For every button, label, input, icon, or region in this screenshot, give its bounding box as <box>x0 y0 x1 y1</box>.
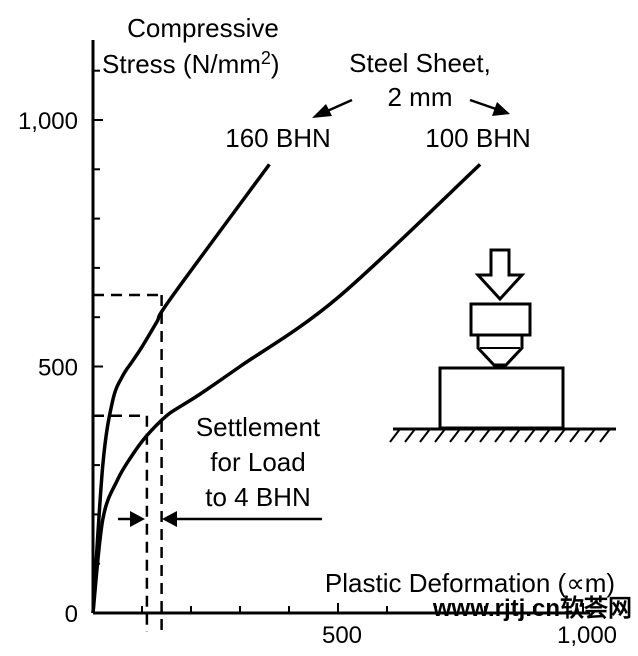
annotation-line1: Settlement <box>196 412 321 442</box>
settlement-arrowhead-right <box>162 511 177 527</box>
series-line-0 <box>91 163 271 614</box>
specimen-block <box>438 366 565 430</box>
legend-title-line1: Steel Sheet, <box>349 48 491 78</box>
hatch-mark <box>494 428 506 443</box>
x-axis-label: Plastic Deformation (∝m) <box>325 568 615 598</box>
y-axis-label-line1: Compressive <box>127 13 279 43</box>
series-label-100bhn: 100 BHN <box>425 123 531 153</box>
annotation-line3: to 4 BHN <box>205 482 311 512</box>
settlement-arrowhead-left <box>130 511 145 527</box>
indenter-tip <box>476 333 524 367</box>
hatch-mark <box>509 428 521 443</box>
legend-arrow-right <box>469 98 497 111</box>
settlement-arrows <box>118 511 322 527</box>
hatch-mark <box>404 428 416 443</box>
series-label-160bhn: 160 BHN <box>225 123 331 153</box>
indentation-diagram <box>389 248 616 443</box>
y-axis-label-line2: Stress (N/mm2) <box>102 48 280 79</box>
x-tick-label: 500 <box>322 622 362 649</box>
load-arrow-icon <box>474 248 526 302</box>
watermark: www.rjtj.cn软荟网 <box>432 594 632 622</box>
indenter-holder <box>469 302 532 337</box>
hatch-mark <box>449 428 461 443</box>
legend-arrows <box>312 98 510 118</box>
legend-arrowhead-left <box>312 104 332 118</box>
x-tick-label: 1,000 <box>557 622 617 649</box>
annotation-line2: for Load <box>210 447 305 477</box>
y-tick-label: 500 <box>38 355 78 382</box>
hatch-mark <box>539 428 551 443</box>
hatch-mark <box>584 428 596 443</box>
hatch-mark <box>389 428 401 443</box>
legend-title-line2: 2 mm <box>388 82 453 112</box>
hatch-mark <box>419 428 431 443</box>
legend-arrowhead-right <box>492 102 510 116</box>
series-layer <box>91 163 482 614</box>
hatch-mark <box>479 428 491 443</box>
hatch-mark <box>434 428 446 443</box>
ground-hatch <box>389 428 611 443</box>
axis-tick-labels: 0 500 1,000 500 1,000 <box>18 108 617 649</box>
legend-arrow-left <box>324 98 353 114</box>
hatch-mark <box>569 428 581 443</box>
series-line-1 <box>91 163 482 614</box>
y-axis-label-sup: 2 <box>261 48 271 68</box>
hatch-mark <box>464 428 476 443</box>
y-axis-label-main: Stress (N/mm <box>102 49 261 79</box>
y-axis-label-close: ) <box>271 49 280 79</box>
hatch-mark <box>554 428 566 443</box>
reference-lines <box>93 293 163 632</box>
hatch-mark <box>599 428 611 443</box>
hatch-mark <box>524 428 536 443</box>
y-tick-label: 0 <box>65 601 78 628</box>
y-tick-label: 1,000 <box>18 108 78 135</box>
